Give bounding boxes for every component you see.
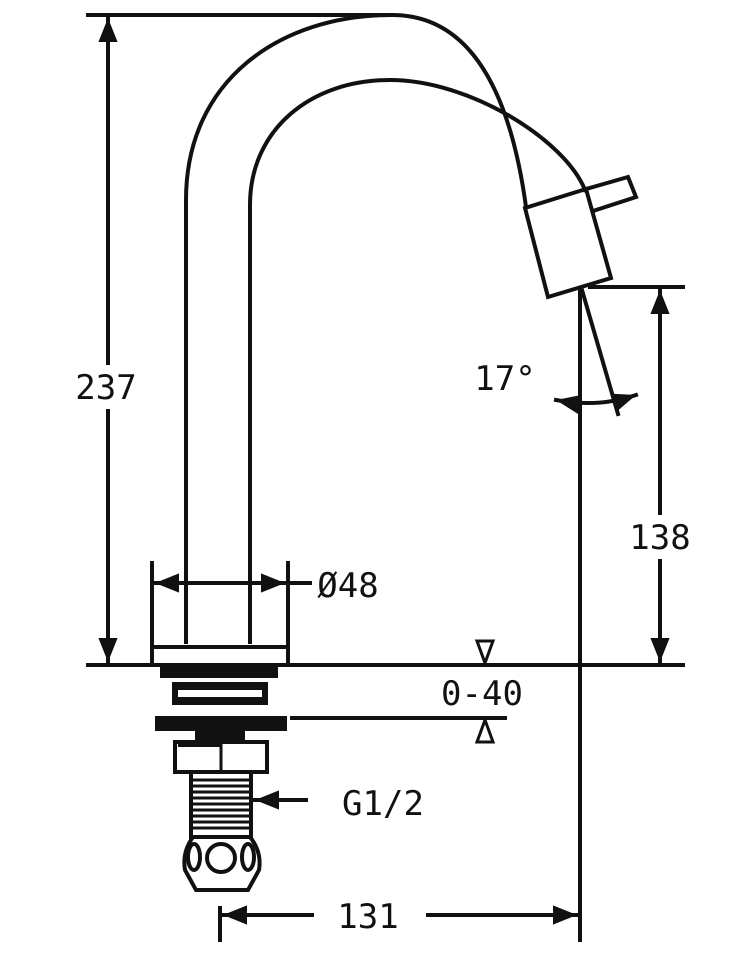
dim-17-label: 17°	[474, 359, 535, 399]
dim-138-label: 138	[629, 518, 690, 558]
thread-lines	[193, 778, 249, 830]
angle-line	[579, 287, 621, 417]
aerator-head	[522, 174, 639, 300]
dim-237-label: 237	[75, 368, 136, 408]
dim-0-40-label: 0-40	[441, 674, 523, 714]
dim-131-label: 131	[337, 897, 398, 937]
faucet-spout	[184, 12, 588, 644]
base-assembly	[150, 645, 290, 892]
angle-arc	[553, 392, 639, 414]
dim-48-label: Ø48	[317, 566, 378, 606]
thread-label: G1/2	[342, 784, 424, 824]
